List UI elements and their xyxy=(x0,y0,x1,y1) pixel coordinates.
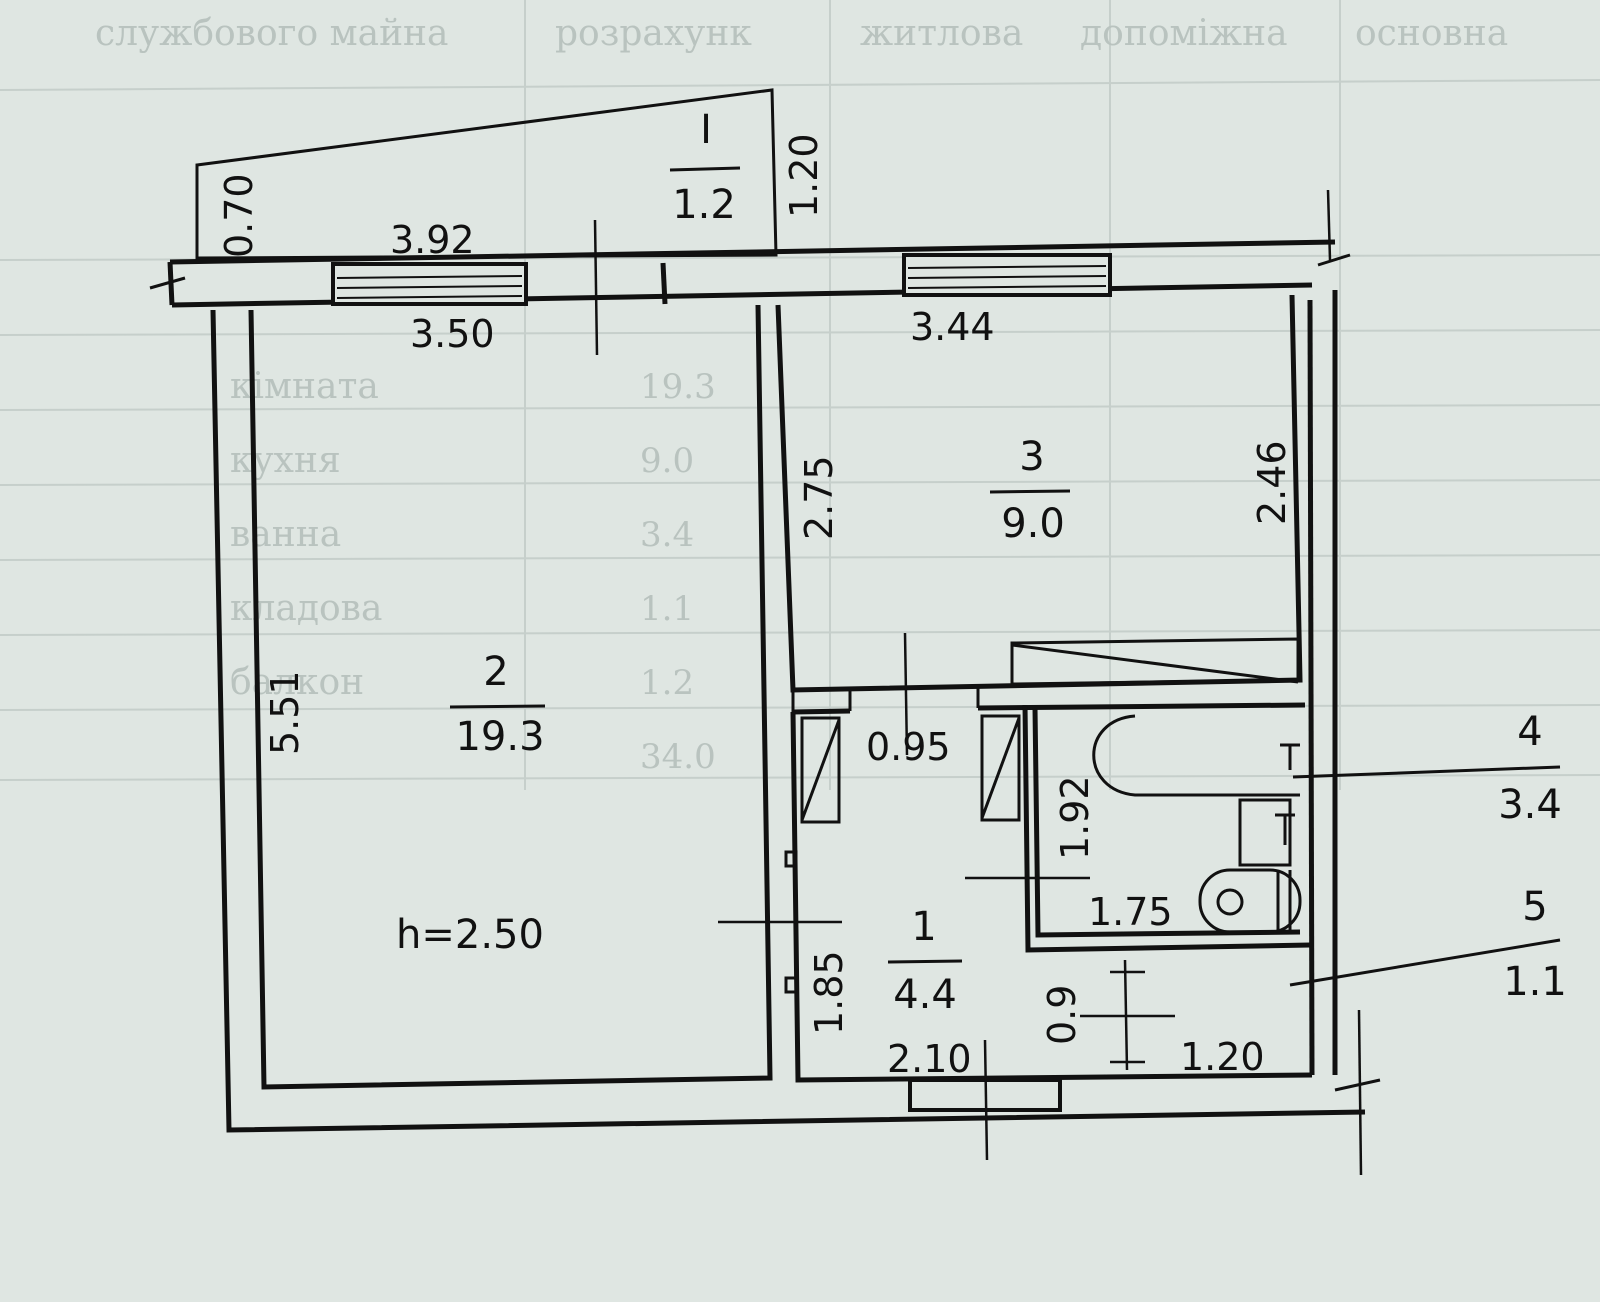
bathroom xyxy=(1022,704,1311,953)
bg-value-1: 9.0 xyxy=(640,441,694,481)
bg-row-1: кухня xyxy=(230,440,341,481)
facade-windows xyxy=(331,253,1112,306)
dim-room-2-length: 5.51 xyxy=(263,670,307,755)
dim-bath-height: 1.92 xyxy=(1053,775,1097,860)
room-4-leader xyxy=(1292,765,1561,779)
dim-closet-depth: 0.9 xyxy=(1040,985,1084,1045)
room-5-number: 5 xyxy=(1522,884,1547,930)
bg-value-0: 19.3 xyxy=(640,367,716,407)
dim-room-3-right: 2.46 xyxy=(1250,440,1294,525)
bg-row-4: балкон xyxy=(230,662,364,703)
dim-room-2-width: 3.50 xyxy=(410,312,495,356)
room-5-area: 1.1 xyxy=(1503,959,1567,1005)
room-label-balcony: I 1.2 xyxy=(669,107,741,228)
dim-balcony-left: 0.70 xyxy=(217,173,261,258)
sink-icon xyxy=(1238,798,1292,867)
background-table: службового майна розрахунк житлова допом… xyxy=(0,0,1600,790)
room-3-area: 9.0 xyxy=(1001,501,1065,547)
bg-header-2: житлова xyxy=(860,13,1023,54)
bathtub-icon xyxy=(1092,714,1300,797)
room-I-number: I xyxy=(700,107,712,153)
dim-closet-width: 1.20 xyxy=(1180,1035,1265,1079)
bg-header-0: службового майна xyxy=(95,13,449,54)
room-3-number: 3 xyxy=(1019,434,1044,480)
room-label-2: 2 19.3 xyxy=(449,649,546,760)
bg-value-3: 1.1 xyxy=(640,589,694,629)
dim-balcony-right: 1.20 xyxy=(782,133,826,218)
room-2-area: 19.3 xyxy=(455,714,544,760)
balcony-outline xyxy=(195,88,778,260)
dim-room-3-left: 2.75 xyxy=(797,455,841,540)
dim-hall-width: 2.10 xyxy=(887,1037,972,1081)
ceiling-height: h=2.50 xyxy=(396,912,544,958)
dim-hall-door: 0.95 xyxy=(866,725,951,769)
bg-row-3: кладова xyxy=(230,588,382,629)
room-1-number: 1 xyxy=(911,904,936,950)
room-2-number: 2 xyxy=(483,649,508,695)
bg-value-5: 34.0 xyxy=(640,737,716,777)
room-label-5: 5 1.1 xyxy=(1503,884,1567,1005)
dim-hall-height: 1.85 xyxy=(807,950,851,1035)
dim-room-3-width: 3.44 xyxy=(910,305,995,349)
room-1-area: 4.4 xyxy=(893,972,957,1018)
toilet-icon xyxy=(1198,868,1302,934)
room-4-number: 4 xyxy=(1517,709,1542,755)
room-label-3: 3 9.0 xyxy=(989,434,1071,547)
room-5-leader xyxy=(1289,938,1561,987)
dimension-ticks xyxy=(593,189,1363,1176)
dim-bath-width: 1.75 xyxy=(1088,890,1173,934)
hall-walls xyxy=(790,299,1315,1083)
room-I-area: 1.2 xyxy=(672,182,736,228)
room-2-outline xyxy=(248,304,773,1090)
bg-value-4: 1.2 xyxy=(640,663,694,703)
bg-value-2: 3.4 xyxy=(640,515,694,555)
room-label-4: 4 3.4 xyxy=(1498,709,1562,828)
bg-row-2: ванна xyxy=(230,514,341,555)
room-label-1: 1 4.4 xyxy=(887,904,963,1018)
bg-header-3: допоміжна xyxy=(1080,13,1288,54)
bg-header-1: розрахунк xyxy=(555,13,752,54)
bg-header-4: основна xyxy=(1355,13,1508,54)
dim-balcony-width: 3.92 xyxy=(390,218,475,262)
room-4-area: 3.4 xyxy=(1498,782,1562,828)
room-3-built-in xyxy=(1010,637,1300,686)
